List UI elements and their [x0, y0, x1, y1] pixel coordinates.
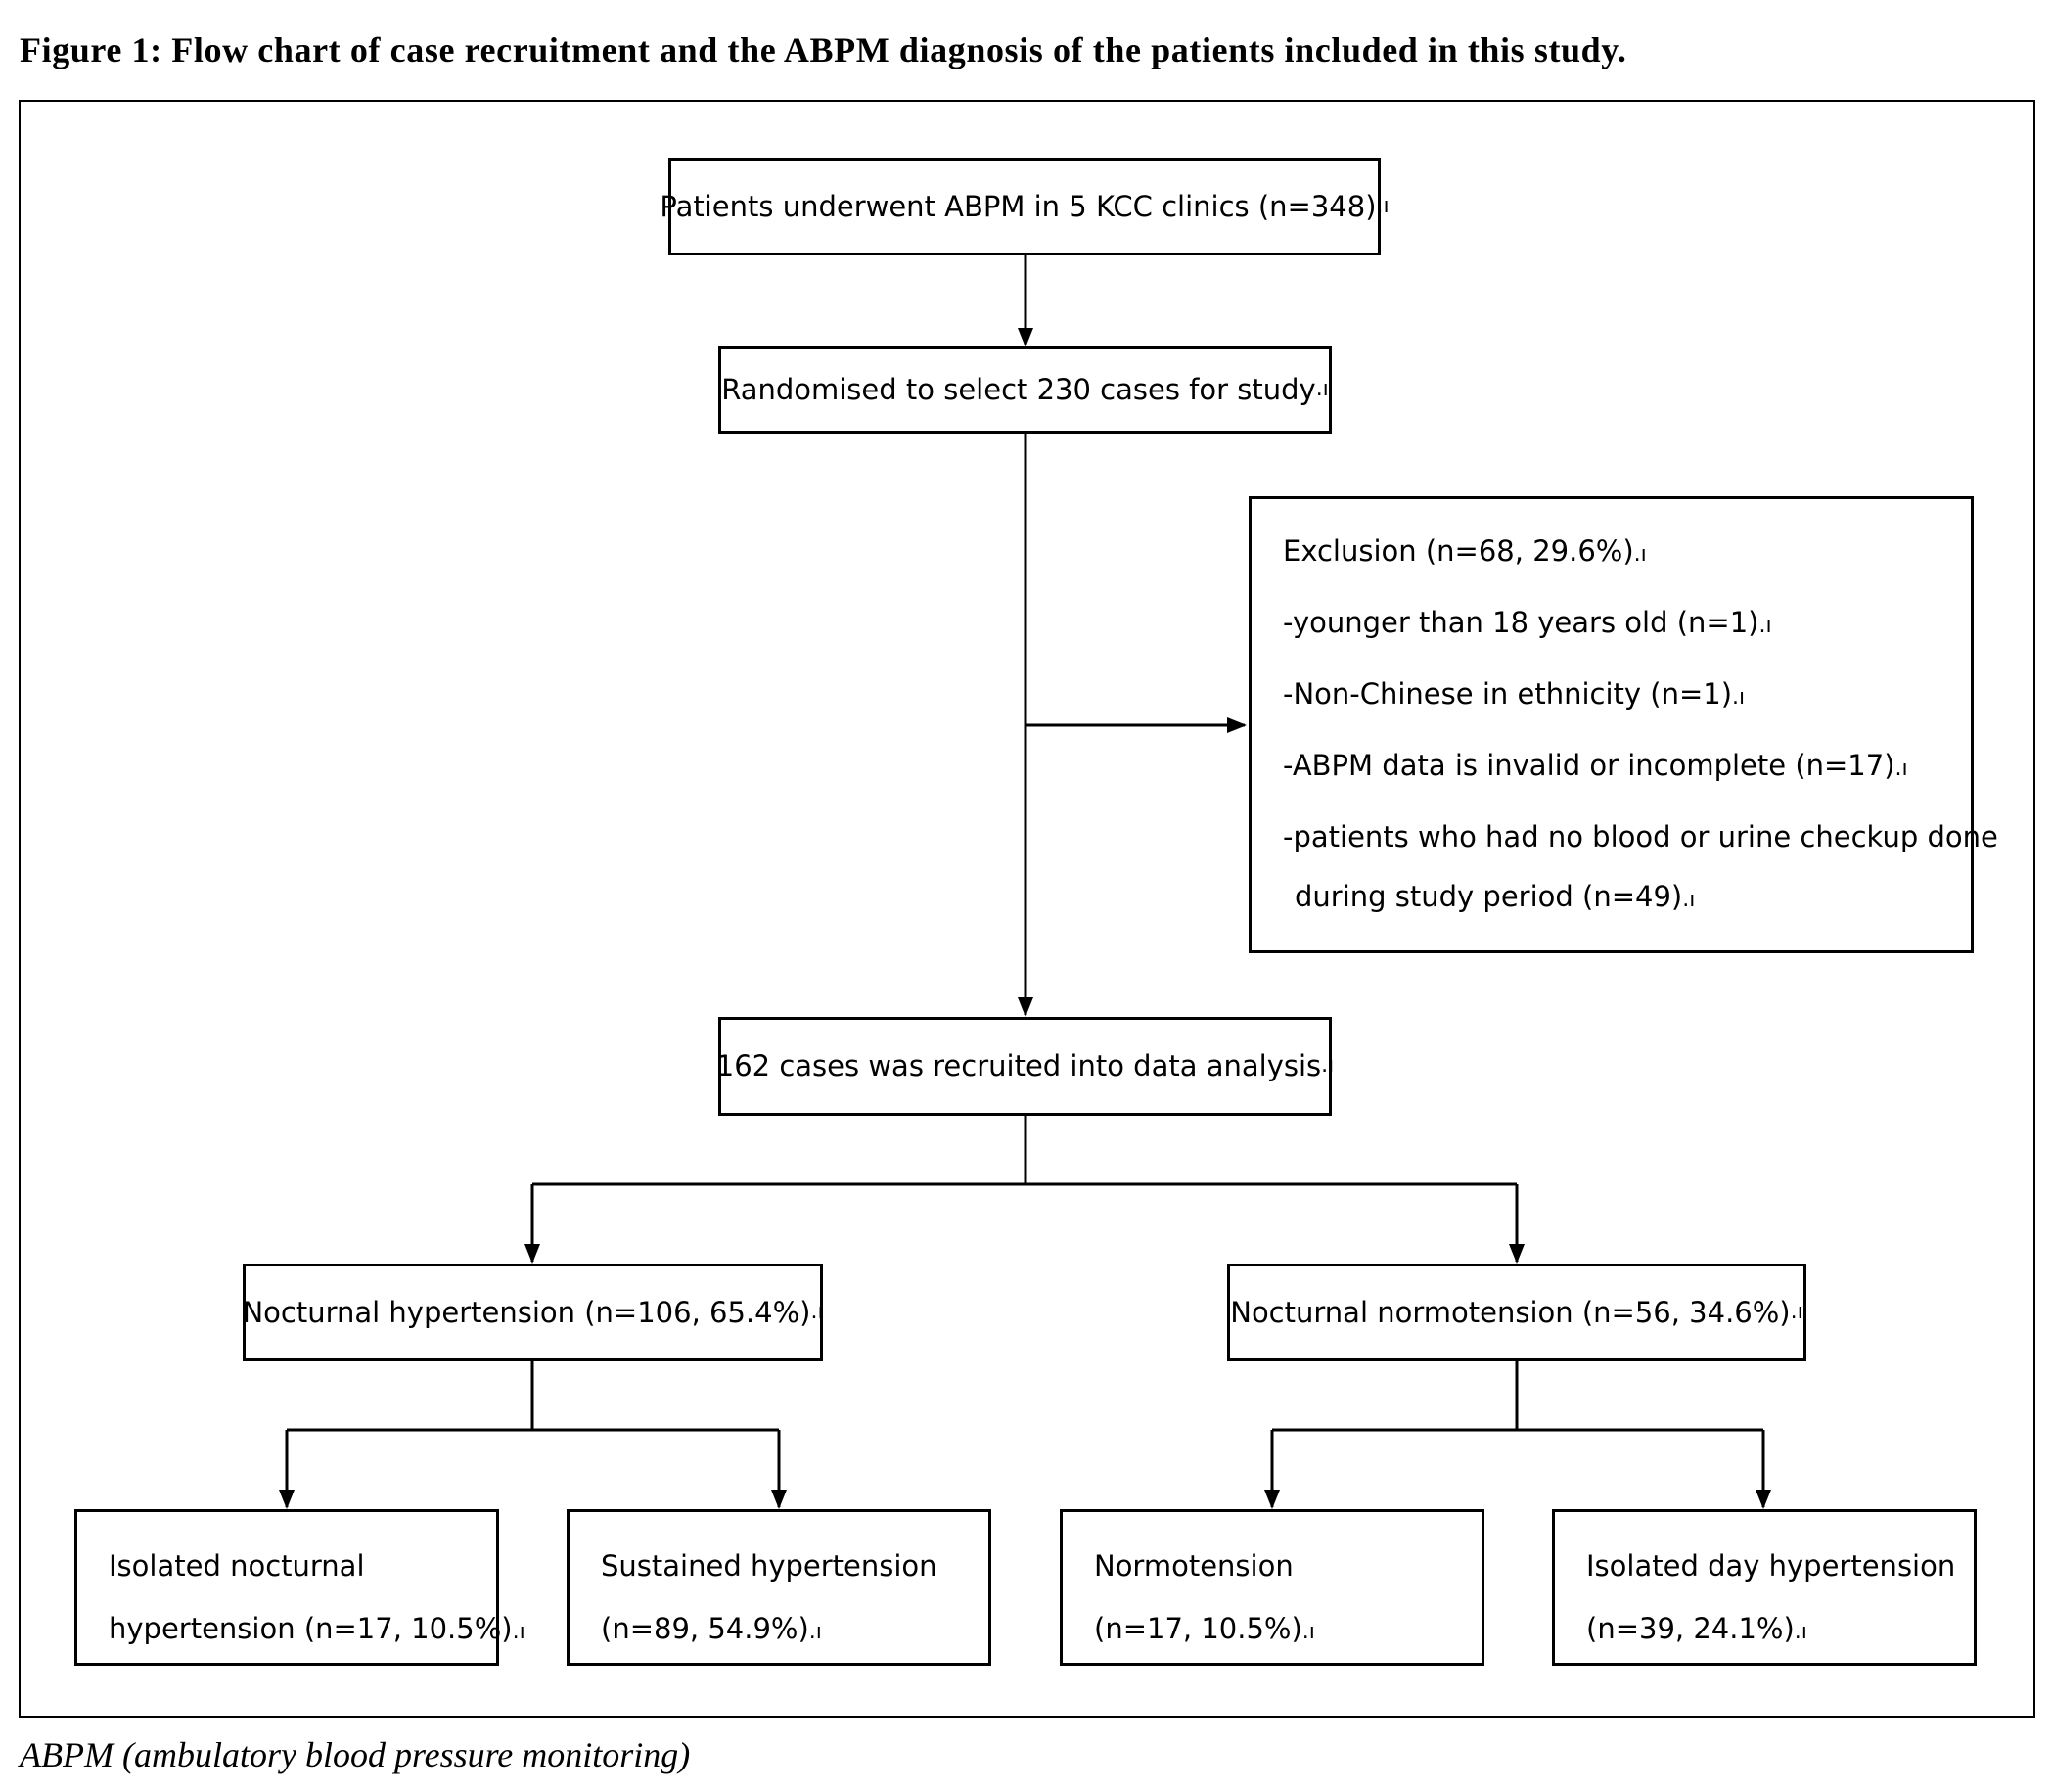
- exclusion-item-no-checkup-cont: during study period (n=49).ı: [1295, 880, 1696, 913]
- paragraph-mark: .ı: [1315, 377, 1329, 402]
- figure-title: Figure 1: Flow chart of case recruitment…: [20, 30, 1627, 69]
- isolated-nocturnal-line2: hypertension (n=17, 10.5%).ı: [109, 1612, 525, 1645]
- node-normotension: Normotension (n=17, 10.5%).ı: [1060, 1509, 1484, 1666]
- paragraph-mark: .ı: [1321, 1053, 1335, 1079]
- exclusion-item-age: -younger than 18 years old (n=1).ı: [1283, 606, 1772, 639]
- node-nocturnal-normotension-label: Nocturnal normotension (n=56, 34.6%): [1230, 1295, 1791, 1329]
- isolated-day-line1: Isolated day hypertension: [1586, 1549, 1956, 1583]
- node-underwent-abpm: Patients underwent ABPM in 5 KCC clinics…: [660, 158, 1390, 255]
- node-randomised: Randomised to select 230 cases for study…: [718, 346, 1332, 434]
- node-isolated-day-hypertension: Isolated day hypertension (n=39, 24.1%).…: [1552, 1509, 1977, 1666]
- normotension-line1: Normotension: [1094, 1549, 1294, 1583]
- node-nocturnal-hypertension-label: Nocturnal hypertension (n=106, 65.4%): [242, 1295, 811, 1329]
- normotension-line2: (n=17, 10.5%).ı: [1094, 1612, 1315, 1645]
- flowchart-frame: [19, 100, 2035, 1718]
- node-underwent-abpm-label: Patients underwent ABPM in 5 KCC clinics…: [660, 189, 1377, 223]
- node-isolated-nocturnal-hypertension: Isolated nocturnal hypertension (n=17, 1…: [74, 1509, 525, 1666]
- exclusion-heading: Exclusion (n=68, 29.6%).ı: [1283, 534, 1647, 568]
- isolated-nocturnal-line1: Isolated nocturnal: [109, 1549, 365, 1583]
- node-exclusion: Exclusion (n=68, 29.6%).ı -younger than …: [1249, 496, 1998, 953]
- node-nocturnal-hypertension: Nocturnal hypertension (n=106, 65.4%).ı: [242, 1264, 824, 1361]
- paragraph-mark: .ı: [1376, 193, 1390, 218]
- figure-caption: ABPM (ambulatory blood pressure monitori…: [20, 1735, 691, 1774]
- isolated-day-line2: (n=39, 24.1%).ı: [1586, 1612, 1807, 1645]
- node-recruited-label: 162 cases was recruited into data analys…: [715, 1049, 1322, 1083]
- exclusion-item-invalid-data: -ABPM data is invalid or incomplete (n=1…: [1283, 749, 1908, 782]
- paragraph-mark: .ı: [810, 1299, 824, 1324]
- node-recruited: 162 cases was recruited into data analys…: [715, 1017, 1335, 1116]
- node-sustained-hypertension: Sustained hypertension (n=89, 54.9%).ı: [567, 1509, 991, 1666]
- paragraph-mark: .ı: [1790, 1299, 1803, 1324]
- node-randomised-label: Randomised to select 230 cases for study: [721, 373, 1316, 407]
- exclusion-item-ethnicity: -Non-Chinese in ethnicity (n=1).ı: [1283, 677, 1746, 711]
- sustained-line2: (n=89, 54.9%).ı: [601, 1612, 822, 1645]
- node-nocturnal-normotension: Nocturnal normotension (n=56, 34.6%).ı: [1227, 1264, 1806, 1361]
- exclusion-item-no-checkup: -patients who had no blood or urine chec…: [1283, 820, 1998, 853]
- sustained-line1: Sustained hypertension: [601, 1549, 937, 1583]
